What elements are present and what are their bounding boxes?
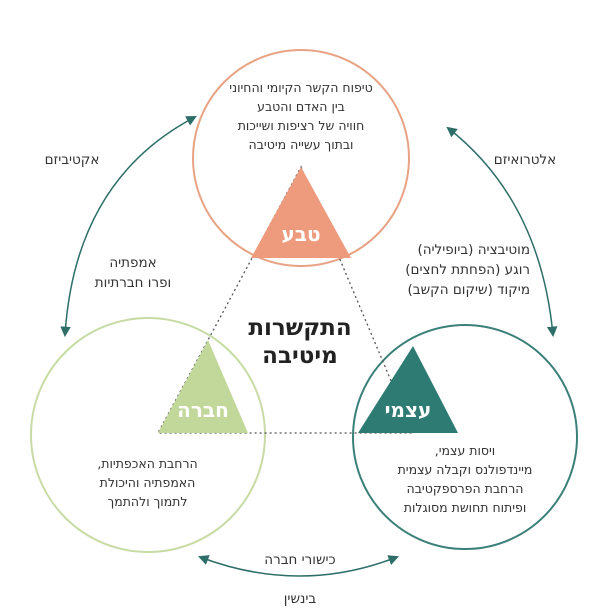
left-arrow-label: אקטיביזם	[44, 152, 100, 168]
society-line: הרחבת האכפתיות,	[97, 456, 198, 471]
center-title-line1: התקשרות	[248, 315, 352, 341]
right-side-line: מיקוד (שיקום הקשב)	[407, 282, 531, 298]
nature-label: טבע	[281, 222, 321, 246]
nature-line: חוויה של רציפות ושייכות	[237, 118, 365, 133]
nature-description: טיפוח הקשר הקיומי והחיוני בין האדם והטבע…	[201, 78, 401, 154]
society-triangle	[158, 340, 248, 433]
self-line: הרחבת הפרספקטיבה	[406, 481, 524, 496]
right-arrow-label: אלטרואיזם	[493, 152, 557, 168]
self-line: ופיתוח תחושת מסוגלות	[403, 500, 527, 515]
left-arc-arrow	[60, 116, 197, 338]
right-side-line: מוטיבציה (ביופיליה)	[417, 242, 530, 258]
self-line: מיינדפולנס וקבלה עצמית	[397, 462, 533, 477]
left-side-text: אמפתיה ופרו חברתיות	[78, 253, 188, 293]
bottom-arc-arrow	[198, 555, 399, 577]
society-label: חברה	[177, 398, 229, 422]
right-side-text: מוטיבציה (ביופיליה) רוגע (הפחתת לחצים) מ…	[380, 240, 530, 300]
self-triangle	[358, 346, 458, 433]
center-title-line2: מיטיבה	[262, 343, 338, 369]
left-side-line: אמפתיה	[109, 255, 157, 271]
right-side-line: רוגע (הפחתת לחצים)	[405, 262, 530, 278]
center-title: התקשרות מיטיבה	[215, 314, 385, 370]
self-description: ויסות עצמי, מיינדפולנס וקבלה עצמית הרחבת…	[375, 441, 555, 517]
society-line: האמפתיה והיכולת	[99, 475, 196, 490]
society-line: לתמוך ולהתמך	[107, 494, 188, 509]
right-arc-arrow	[446, 126, 558, 338]
left-side-line: ופרו חברתיות	[94, 275, 172, 291]
self-line: ויסות עצמי,	[434, 443, 496, 458]
bottom-arrow-label: כישורי חברה	[264, 552, 336, 568]
self-label: עצמי	[384, 398, 432, 422]
nature-line: טיפוח הקשר הקיומי והחיוני	[229, 80, 373, 95]
society-description: הרחבת האכפתיות, האמפתיה והיכולת לתמוך ול…	[60, 454, 235, 511]
nature-triangle	[251, 167, 351, 258]
nature-line: ובתוך עשייה מיטיבה	[248, 137, 354, 152]
dotted-triangle	[156, 165, 414, 434]
nature-line: בין האדם והטבע	[257, 99, 345, 114]
bottom-cut-label: בינשין	[283, 591, 317, 607]
